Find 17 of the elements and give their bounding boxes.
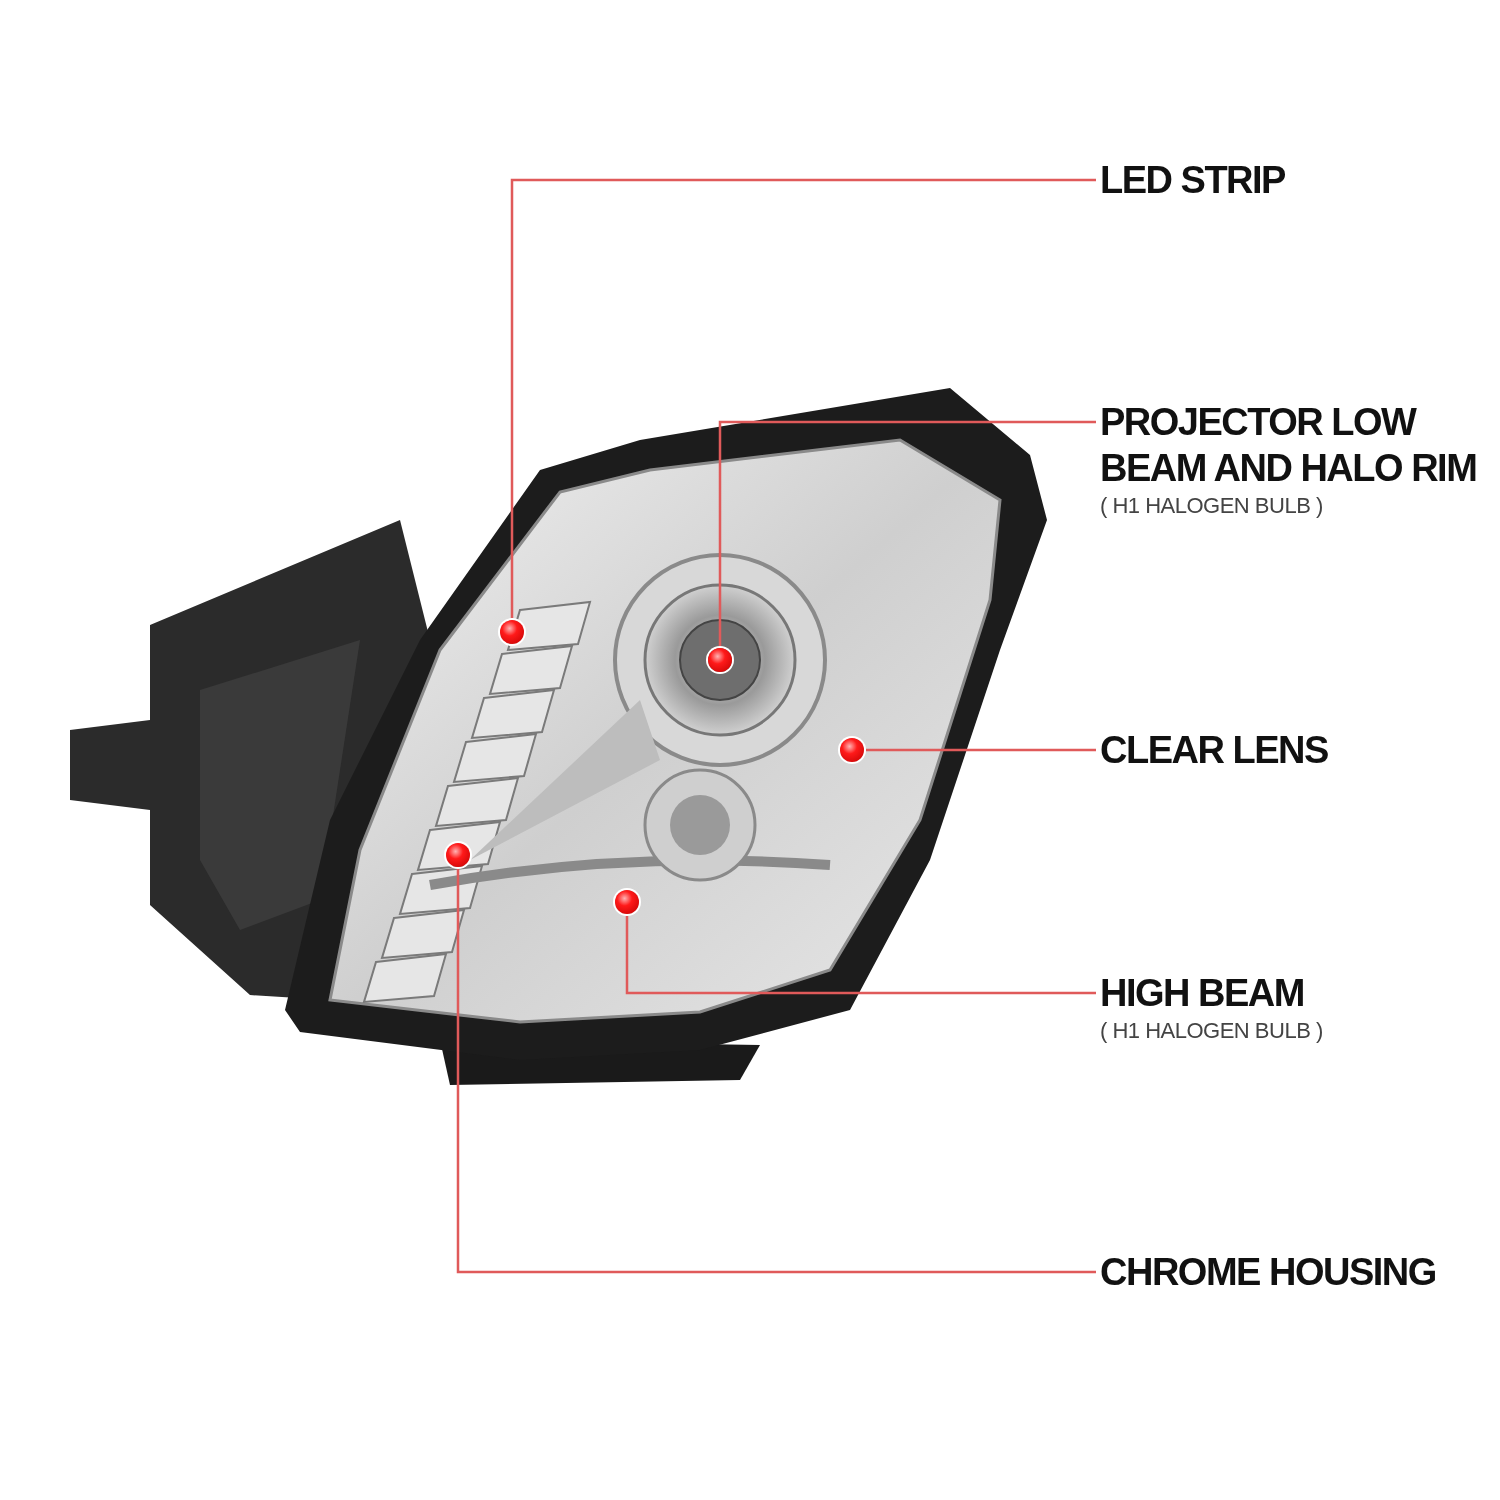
part-label: CLEAR LENS — [1100, 728, 1329, 773]
callout-dot — [500, 620, 524, 644]
part-label: LED STRIP — [1100, 158, 1286, 203]
bulb-note: ( H1 HALOGEN BULB ) — [1100, 1017, 1323, 1045]
leader-line — [456, 869, 1096, 1274]
leader-line — [625, 916, 1096, 995]
leader-line — [866, 748, 1096, 752]
callout-dot — [446, 843, 470, 867]
bulb-note: ( H1 HALOGEN BULB ) — [1100, 492, 1323, 520]
part-label: CHROME HOUSING — [1100, 1250, 1437, 1295]
part-label: PROJECTOR LOW BEAM AND HALO RIM — [1100, 400, 1478, 491]
leader-line — [718, 420, 1096, 646]
callout-dot — [615, 890, 639, 914]
callout-dot — [708, 648, 732, 672]
part-label: HIGH BEAM — [1100, 971, 1305, 1016]
leader-line — [510, 178, 1096, 618]
callout-dot — [840, 738, 864, 762]
